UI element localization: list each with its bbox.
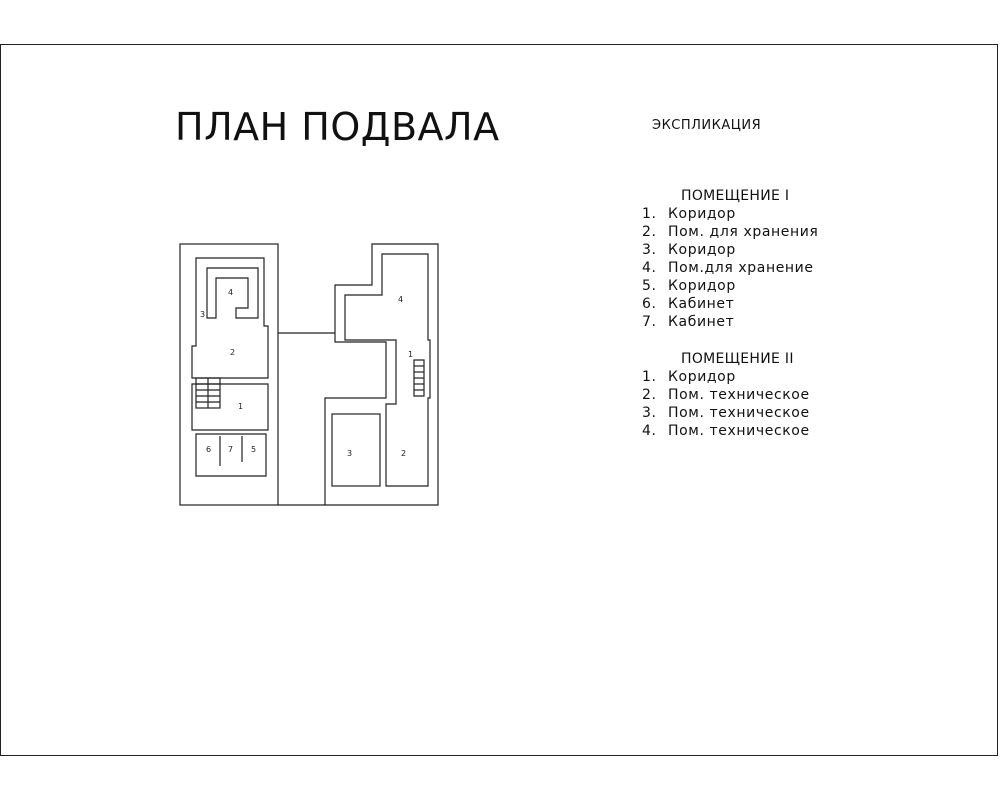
list-item: 2.Пом. для хранения bbox=[642, 224, 819, 240]
lower-rooms-walls bbox=[195, 433, 267, 477]
drawing-sheet-border bbox=[0, 44, 998, 756]
list-item: 7.Кабинет bbox=[642, 314, 735, 330]
room-3-walls bbox=[331, 413, 381, 487]
list-item: 1.Коридор bbox=[642, 369, 736, 385]
left-block-upper-inner bbox=[191, 257, 269, 379]
room-label: 4 bbox=[398, 295, 403, 304]
room-1-walls bbox=[191, 383, 269, 431]
room-label: 3 bbox=[200, 310, 205, 319]
section-room-2: ПОМЕЩЕНИЕ II 1.Коридор 2.Пом. техническо… bbox=[642, 350, 882, 440]
right-block-outer-wall bbox=[324, 243, 439, 506]
room-label: 7 bbox=[228, 445, 233, 454]
list-item: 4.Пом. техническое bbox=[642, 423, 810, 439]
room-label: 4 bbox=[228, 288, 233, 297]
explication-title: ЭКСПЛИКАЦИЯ bbox=[652, 118, 762, 133]
list-item: 2.Пом. техническое bbox=[642, 387, 810, 403]
connector-walls bbox=[278, 332, 335, 506]
list-item: 4.Пом.для хранение bbox=[642, 260, 814, 276]
section-heading: ПОМЕЩЕНИЕ II bbox=[681, 351, 794, 367]
staircase-left bbox=[195, 377, 221, 409]
room-label: 2 bbox=[230, 348, 235, 357]
page-title: ПЛАН ПОДВАЛА bbox=[175, 105, 500, 149]
room-label: 1 bbox=[408, 350, 413, 359]
room-label: 6 bbox=[206, 445, 211, 454]
section-heading: ПОМЕЩЕНИЕ I bbox=[681, 188, 790, 204]
list-item: 6.Кабинет bbox=[642, 296, 735, 312]
room-label: 5 bbox=[251, 445, 256, 454]
section-room-1: ПОМЕЩЕНИЕ I 1.Коридор 2.Пом. для хранени… bbox=[642, 187, 882, 331]
room-label: 2 bbox=[401, 449, 406, 458]
room-4-walls bbox=[206, 267, 259, 319]
list-item: 3.Пом. техническое bbox=[642, 405, 810, 421]
staircase-right bbox=[413, 359, 425, 397]
room-label: 3 bbox=[347, 449, 352, 458]
list-item: 1.Коридор bbox=[642, 206, 736, 222]
list-item: 3.Коридор bbox=[642, 242, 736, 258]
room-label: 1 bbox=[238, 402, 243, 411]
list-item: 5.Коридор bbox=[642, 278, 736, 294]
left-block-outer-wall bbox=[179, 243, 279, 506]
right-block-inner-wall bbox=[344, 253, 431, 487]
